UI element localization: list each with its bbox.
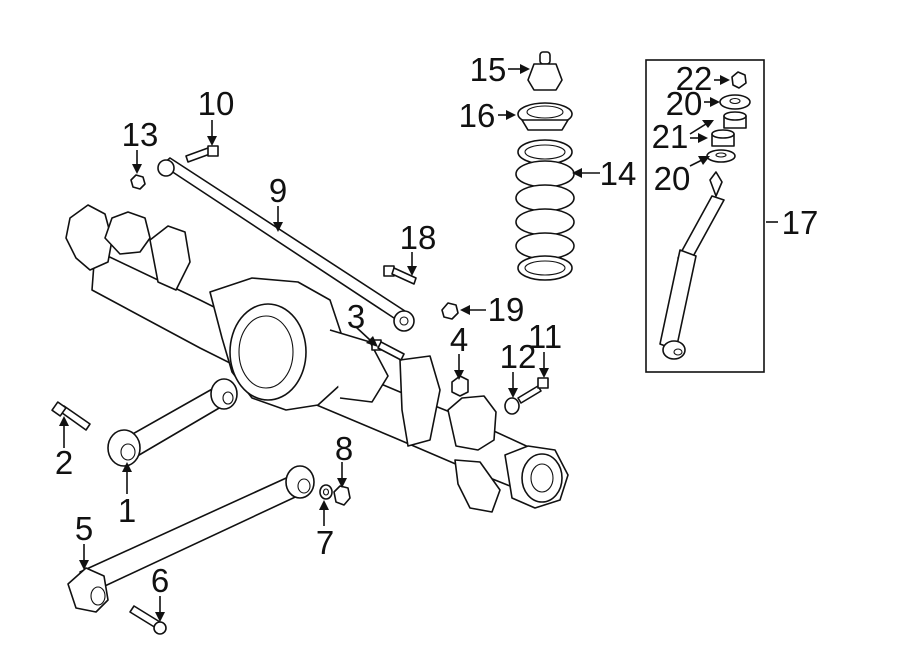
callout-20-upper: 20: [666, 85, 703, 122]
shock-kit-box: [645, 59, 765, 373]
callout-1: 1: [118, 492, 136, 529]
lower-control-arm: [67, 465, 315, 613]
callout-20-lower: 20: [654, 160, 691, 197]
lateral-rod: [157, 157, 415, 332]
callout-4: 4: [450, 321, 468, 358]
bushing-4: [451, 375, 469, 397]
callout-14: 14: [600, 155, 637, 192]
bump-stop: [527, 51, 563, 91]
spring-seat: [517, 102, 573, 131]
callout-17: 17: [782, 204, 819, 241]
callout-7: 7: [316, 524, 334, 561]
callout-2: 2: [55, 444, 73, 481]
bolt-18: [383, 265, 417, 285]
upper-control-arm: [107, 378, 238, 467]
callout-21: 21: [652, 118, 689, 155]
leader-lines: [59, 64, 778, 622]
nut-19: [441, 302, 459, 320]
shock-absorber: [659, 171, 725, 360]
bolt-11: [517, 377, 549, 404]
coil-spring: [515, 139, 575, 281]
nut-8: [333, 485, 351, 506]
washer-7: [319, 484, 333, 500]
callout-18: 18: [400, 219, 437, 256]
callout-15: 15: [470, 51, 507, 88]
callout-labels: 1 2 3 4 5 6 7 8 9 10 11 12 13 14 15 16 1…: [55, 51, 819, 599]
nut-12: [504, 397, 520, 415]
bolt-10: [185, 145, 219, 163]
nut-13: [130, 174, 146, 190]
callout-19: 19: [488, 291, 525, 328]
callout-3: 3: [347, 298, 365, 335]
callout-8: 8: [335, 430, 353, 467]
callout-16: 16: [459, 97, 496, 134]
callout-5: 5: [75, 510, 93, 547]
callout-6: 6: [151, 562, 169, 599]
bolt-2: [51, 401, 91, 431]
callout-9: 9: [269, 172, 287, 209]
callout-12: 12: [500, 338, 537, 375]
callout-10: 10: [198, 85, 235, 122]
callout-11: 11: [528, 318, 562, 355]
callout-22: 22: [676, 60, 713, 97]
callout-13: 13: [122, 116, 159, 153]
shock-hardware: [706, 71, 751, 163]
axle-housing: [65, 204, 569, 513]
